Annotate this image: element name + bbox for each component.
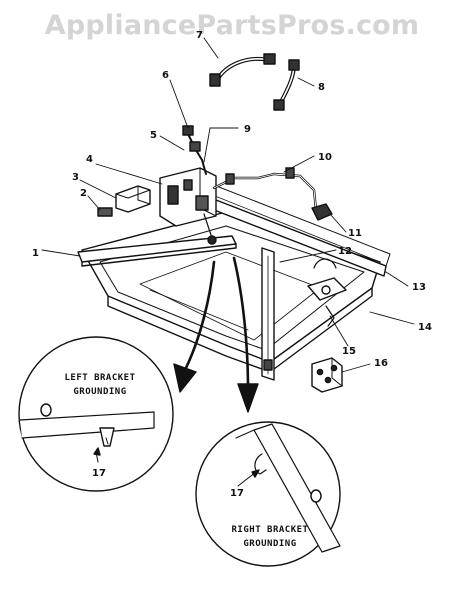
detail-arrow-left	[173, 260, 216, 393]
right-caption-line1: RIGHT BRACKET	[232, 525, 309, 535]
callout-15: 15	[342, 346, 356, 357]
valve-manifold-4-5-9	[159, 167, 217, 245]
callout-13: 13	[412, 282, 426, 293]
callout-16: 16	[374, 358, 388, 369]
callout-1: 1	[32, 248, 39, 259]
part-11-fitting	[311, 203, 333, 221]
left-caption-line1: LEFT BRACKET	[64, 373, 135, 383]
detail-captions: LEFT BRACKET GROUNDING RIGHT BRACKET GRO…	[64, 373, 308, 549]
part-3-block	[115, 185, 151, 213]
part-15-burner-bracket	[307, 258, 347, 327]
detail-arrow-right	[232, 256, 259, 413]
leader-lines	[41, 37, 415, 373]
callout-6: 6	[162, 70, 169, 81]
left-caption-line2: GROUNDING	[73, 387, 126, 397]
callout-9: 9	[244, 124, 251, 135]
right-bracket-12	[261, 247, 275, 381]
part-8-curved-hose	[273, 59, 300, 111]
callout-14: 14	[418, 322, 432, 333]
watermark-logo: AppliancePartsPros.com	[44, 10, 420, 41]
part-6-orifice-pipe	[182, 125, 207, 175]
callout-2: 2	[80, 188, 87, 199]
detail-circle-left	[18, 336, 174, 492]
callout-numbers: 1 2 3 4 5 6 7 8 9 10 11 12 13 14 15 16 1…	[32, 30, 432, 499]
callout-4: 4	[86, 154, 93, 165]
callout-17-right: 17	[230, 488, 244, 499]
detail-circle-right	[195, 421, 341, 567]
callout-11: 11	[348, 228, 362, 239]
callout-8: 8	[318, 82, 325, 93]
callout-3: 3	[72, 172, 79, 183]
frame-rail-1	[77, 235, 237, 267]
part-16-grounding-block	[311, 357, 343, 393]
part-7-flex-hose	[209, 53, 276, 87]
callout-7: 7	[196, 30, 203, 41]
part-10-gas-tube	[212, 167, 318, 212]
callout-5: 5	[150, 130, 157, 141]
callout-12: 12	[338, 246, 352, 257]
right-caption-line2: GROUNDING	[243, 539, 296, 549]
part-2-clip	[97, 207, 113, 217]
callout-17-left: 17	[92, 468, 106, 479]
callout-10: 10	[318, 152, 332, 163]
